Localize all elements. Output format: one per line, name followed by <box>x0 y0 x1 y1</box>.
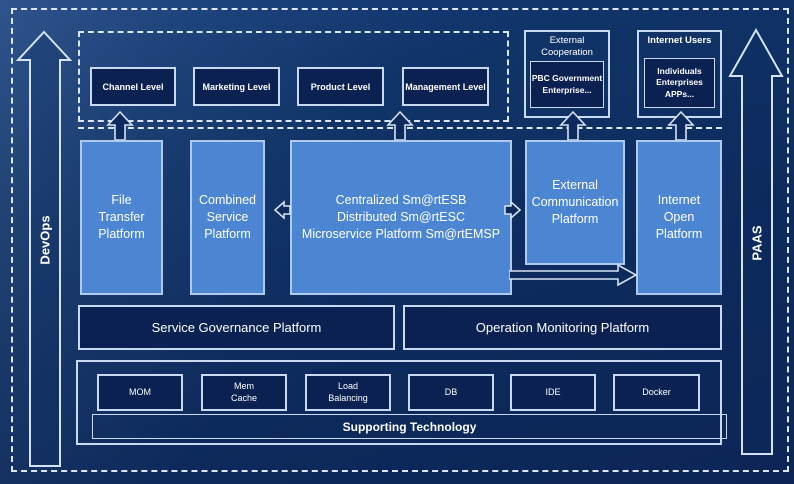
tech-box-db: DB <box>408 374 494 411</box>
supporting-technology-frame <box>76 360 722 445</box>
outer-dashed-frame <box>11 8 789 472</box>
up-arrow-icon <box>559 110 587 141</box>
level-box-management: Management Level <box>402 67 489 106</box>
platform-external-communication: External Communication Platform <box>525 140 625 265</box>
up-arrow-icon <box>106 110 134 141</box>
level-label: Management Level <box>405 81 486 92</box>
paas-up-arrow-icon <box>728 27 784 455</box>
devops-rail-label: DevOps <box>37 215 53 265</box>
levels-dashed-frame <box>78 31 509 122</box>
up-arrow-icon <box>386 110 414 141</box>
tech-box-load-balancing: Load Balancing <box>305 374 391 411</box>
devops-up-arrow-icon <box>15 30 72 467</box>
right-arrow-icon <box>504 200 522 220</box>
operation-monitoring-label: Operation Monitoring Platform <box>475 320 650 335</box>
level-box-channel: Channel Level <box>90 67 176 106</box>
operation-monitoring-bar: Operation Monitoring Platform <box>403 305 722 350</box>
supporting-technology-label: Supporting Technology <box>342 419 477 434</box>
level-label: Channel Level <box>102 81 164 92</box>
tech-box-docker: Docker <box>613 374 700 411</box>
central-line: Microservice Platform Sm@rtEMSP <box>301 226 501 241</box>
internet-users-members-box: Individuals Enterprises APPs... <box>644 58 715 108</box>
central-line: Distributed Sm@rtESC <box>336 210 465 225</box>
external-cooperation-members-box: PBC Government Enterprise... <box>530 61 604 108</box>
tech-box-mom: MOM <box>97 374 183 411</box>
paas-rail-label: PAAS <box>749 225 765 261</box>
platform-internet-open: Internet Open Platform <box>636 140 722 295</box>
tech-box-mem-cache: Mem Cache <box>201 374 287 411</box>
tech-box-ide: IDE <box>510 374 596 411</box>
level-box-marketing: Marketing Level <box>193 67 280 106</box>
supporting-technology-bar: Supporting Technology <box>92 414 727 439</box>
level-label: Marketing Level <box>202 81 271 92</box>
service-governance-label: Service Governance Platform <box>151 320 322 335</box>
long-right-arrow-icon <box>509 263 638 287</box>
external-cooperation-title: External Cooperation <box>541 35 593 58</box>
up-arrow-icon <box>667 110 695 141</box>
platform-central-esb: Centralized Sm@rtESB Distributed Sm@rtES… <box>290 140 512 295</box>
service-governance-bar: Service Governance Platform <box>78 305 395 350</box>
internet-users-title: Internet Users <box>647 35 712 46</box>
level-label: Product Level <box>310 81 371 92</box>
central-line: Centralized Sm@rtESB <box>335 193 467 208</box>
left-arrow-icon <box>273 200 291 220</box>
platform-combined-service: Combined Service Platform <box>190 140 265 295</box>
level-box-product: Product Level <box>297 67 384 106</box>
platform-file-transfer: File Transfer Platform <box>80 140 163 295</box>
external-cooperation-box: External Cooperation <box>524 30 610 118</box>
